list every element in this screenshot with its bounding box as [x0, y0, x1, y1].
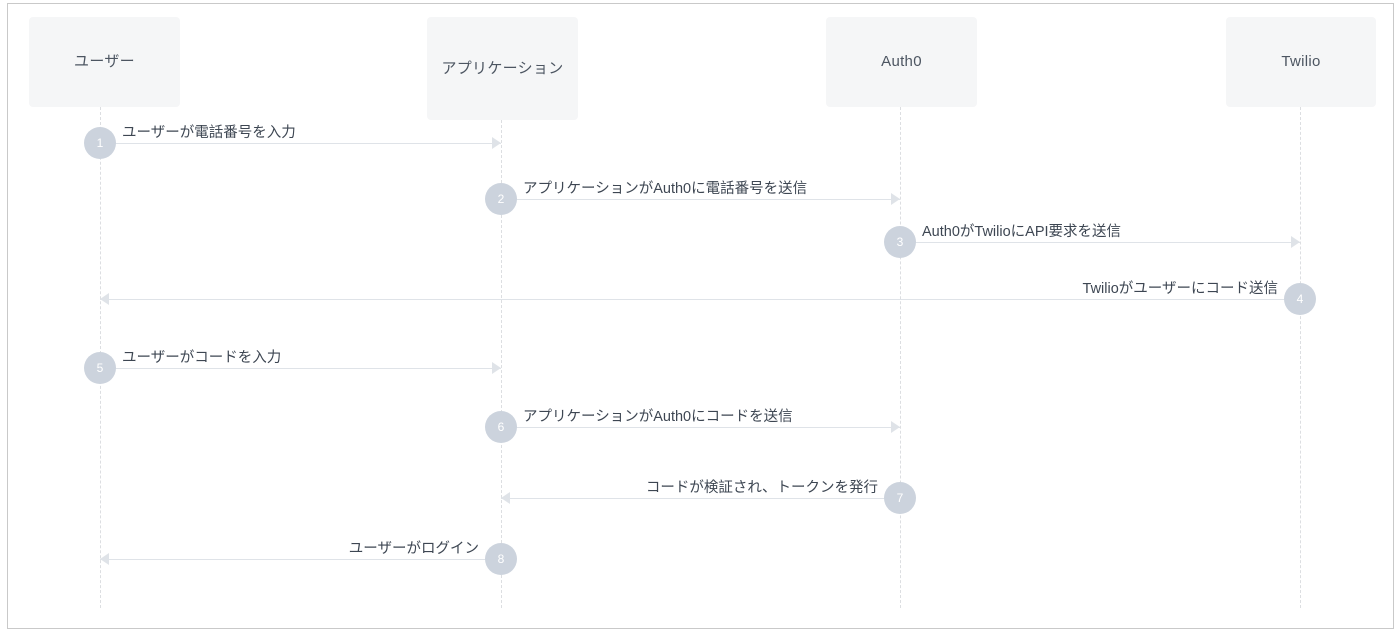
- participant-label: ユーザー: [74, 53, 135, 70]
- frame-border-right: [1393, 3, 1394, 628]
- arrowhead-right: [492, 137, 501, 149]
- message-line: [501, 498, 900, 499]
- message-line: [900, 242, 1300, 243]
- message-number-badge: 2: [485, 183, 517, 215]
- message-label: ユーザーが電話番号を入力: [122, 125, 296, 141]
- message-number-badge: 6: [485, 411, 517, 443]
- message-number-badge: 1: [84, 127, 116, 159]
- participant-auth0[interactable]: Auth0: [826, 17, 977, 107]
- frame-border-left: [7, 3, 8, 628]
- participant-label: Auth0: [881, 53, 922, 70]
- participant-user[interactable]: ユーザー: [29, 17, 180, 107]
- message-number-badge: 5: [84, 352, 116, 384]
- message-line: [100, 559, 501, 560]
- message-line: [501, 199, 900, 200]
- message-8: 8 ユーザーがログイン: [100, 541, 517, 576]
- lifeline-auth0: [900, 107, 901, 608]
- message-label: ユーザーがコードを入力: [122, 350, 282, 366]
- frame-border-bottom: [7, 628, 1394, 629]
- message-number-badge: 3: [884, 226, 916, 258]
- lifeline-twilio: [1300, 107, 1301, 608]
- message-number-badge: 8: [485, 543, 517, 575]
- message-label: Auth0がTwilioにAPI要求を送信: [922, 224, 1122, 240]
- arrowhead-right: [891, 421, 900, 433]
- message-label: Twilioがユーザーにコード送信: [1082, 281, 1278, 297]
- arrowhead-left: [100, 293, 109, 305]
- message-5: 5 ユーザーがコードを入力: [84, 350, 501, 385]
- arrowhead-left: [501, 492, 510, 504]
- message-label: アプリケーションがAuth0にコードを送信: [523, 409, 793, 425]
- message-number-badge: 4: [1284, 283, 1316, 315]
- participant-label: アプリケーション: [441, 59, 564, 77]
- arrowhead-right: [1291, 236, 1300, 248]
- participant-application[interactable]: アプリケーション: [427, 17, 578, 120]
- arrowhead-right: [891, 193, 900, 205]
- message-line: [501, 427, 900, 428]
- message-4: 4 Twilioがユーザーにコード送信: [100, 281, 1316, 316]
- message-6: 6 アプリケーションがAuth0にコードを送信: [485, 409, 900, 444]
- participant-twilio[interactable]: Twilio: [1226, 17, 1376, 107]
- lifeline-application: [501, 120, 502, 608]
- message-label: コードが検証され、トークンを発行: [645, 480, 878, 496]
- message-number-badge: 7: [884, 482, 916, 514]
- arrowhead-left: [100, 553, 109, 565]
- message-label: アプリケーションがAuth0に電話番号を送信: [523, 181, 808, 197]
- message-7: 7 コードが検証され、トークンを発行: [501, 480, 916, 515]
- frame-border-top: [7, 3, 1394, 4]
- message-label: ユーザーがログイン: [348, 541, 479, 557]
- message-2: 2 アプリケーションがAuth0に電話番号を送信: [485, 181, 900, 216]
- arrowhead-right: [492, 362, 501, 374]
- message-line: [100, 143, 501, 144]
- message-1: 1 ユーザーが電話番号を入力: [84, 125, 501, 160]
- message-line: [100, 368, 501, 369]
- message-3: 3 Auth0がTwilioにAPI要求を送信: [884, 224, 1300, 259]
- participant-label: Twilio: [1281, 53, 1321, 70]
- message-line: [100, 299, 1300, 300]
